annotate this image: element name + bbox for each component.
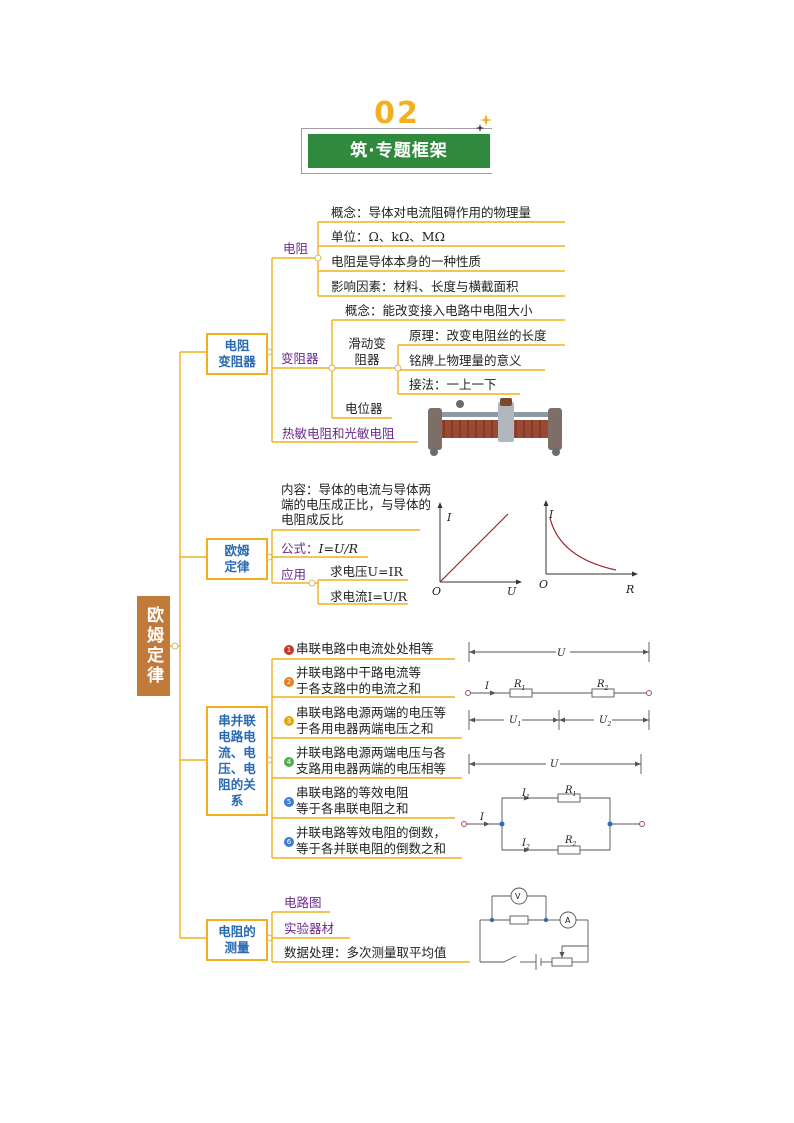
sparkle-icon bbox=[476, 114, 492, 132]
resistor-item: 电阻是导体本身的一种性质 bbox=[331, 254, 482, 269]
graph2-x-label: R bbox=[626, 583, 635, 596]
item-number-badge: 4 bbox=[284, 757, 294, 767]
formula-line: 公式：I=U/R bbox=[281, 541, 358, 557]
resistor-item: 概念：导体对电流阻碍作用的物理量 bbox=[331, 205, 532, 220]
graph1-x-label: U bbox=[507, 585, 517, 598]
branch-box-measure: 电阻的 测量 bbox=[206, 919, 268, 961]
rheostat-illustration bbox=[428, 398, 562, 456]
item-number-badge: 1 bbox=[284, 645, 294, 655]
item-number-badge: 2 bbox=[284, 677, 294, 687]
graph-i-u bbox=[437, 502, 522, 585]
relation-item: 并联电路等效电阻的倒数， 等于各并联电阻的倒数之和 bbox=[296, 825, 447, 856]
apply-label: 应用 bbox=[281, 567, 307, 582]
formula: I=U/R bbox=[318, 541, 359, 556]
item-number-badge: 5 bbox=[284, 797, 294, 807]
item-number-badge: 6 bbox=[284, 837, 294, 847]
graph2-origin: O bbox=[539, 578, 549, 591]
label-R2-parallel: R2 bbox=[565, 835, 577, 848]
slide-item: 接法：一上一下 bbox=[409, 377, 497, 392]
banner-frame bbox=[301, 128, 492, 174]
resistor-item: 单位：Ω、kΩ、MΩ bbox=[331, 229, 445, 244]
relation-item: 并联电路电源两端电压与各 支路用电器两端的电压相等 bbox=[296, 745, 447, 776]
section-banner: 筑·专题框架 bbox=[308, 134, 490, 168]
item-number-badge: 3 bbox=[284, 716, 294, 726]
thermal-label: 热敏电阻和光敏电阻 bbox=[282, 426, 395, 441]
apply-item: 求电压U=IR bbox=[330, 564, 403, 579]
label-I1: I1 bbox=[522, 788, 530, 801]
label-R2: R2 bbox=[597, 679, 609, 692]
rheostat-label: 变阻器 bbox=[281, 351, 319, 366]
relation-item: 串联电路电源两端的电压等 于各用电器两端电压之和 bbox=[296, 705, 447, 736]
measure-item: 数据处理：多次测量取平均值 bbox=[284, 945, 447, 960]
label-I: I bbox=[485, 681, 489, 692]
formula-label: 公式： bbox=[281, 541, 319, 556]
resistor-label: 电阻 bbox=[283, 241, 309, 256]
measure-item: 电路图 bbox=[284, 895, 322, 910]
label-I-parallel: I bbox=[480, 812, 484, 823]
slide-item: 原理：改变电阻丝的长度 bbox=[409, 328, 547, 343]
root-node: 欧姆定律 bbox=[137, 596, 170, 696]
label-U1: U1 bbox=[509, 715, 522, 728]
label-U2: U2 bbox=[599, 715, 612, 728]
graph1-y-label: I bbox=[447, 511, 452, 524]
label-I2: I2 bbox=[522, 838, 530, 851]
graph1-origin: O bbox=[432, 585, 442, 598]
measurement-circuit bbox=[479, 887, 589, 970]
graph-i-r bbox=[543, 500, 638, 577]
branch-box-resistance: 电阻 变阻器 bbox=[206, 333, 268, 375]
section-number: 02 bbox=[374, 96, 420, 131]
relation-item: 串联电路中电流处处相等 bbox=[296, 641, 434, 656]
graph2-y-label: I bbox=[549, 508, 554, 521]
potentiometer-label: 电位器 bbox=[345, 401, 383, 416]
label-U-parallel: U bbox=[550, 759, 559, 770]
label-U: U bbox=[557, 648, 566, 659]
branch-box-series-parallel: 串并联 电路电 流、电 压、电 阻的关 系 bbox=[206, 706, 268, 816]
ohm-content: 内容：导体的电流与导体两端的电压成正比，与导体的电阻成反比 bbox=[281, 482, 432, 527]
voltmeter-icon: V bbox=[515, 892, 521, 901]
label-R1: R1 bbox=[514, 679, 526, 692]
rheostat-concept: 概念：能改变接入电路中电阻大小 bbox=[345, 303, 533, 318]
measure-item: 实验器材 bbox=[284, 921, 335, 936]
slide-item: 铭牌上物理量的意义 bbox=[409, 353, 522, 368]
label-R1-parallel: R1 bbox=[565, 785, 577, 798]
resistor-item: 影响因素：材料、长度与横截面积 bbox=[331, 279, 519, 294]
branch-box-ohm: 欧姆 定律 bbox=[206, 538, 268, 580]
relation-item: 并联电路中干路电流等 于各支路中的电流之和 bbox=[296, 665, 422, 696]
apply-item: 求电流I=U/R bbox=[330, 589, 408, 604]
slide-rheostat-label: 滑动变 阻器 bbox=[348, 336, 386, 367]
series-parallel-circuits bbox=[461, 642, 652, 855]
ammeter-icon: A bbox=[565, 916, 571, 925]
relation-item: 串联电路的等效电阻 等于各串联电阻之和 bbox=[296, 785, 409, 816]
